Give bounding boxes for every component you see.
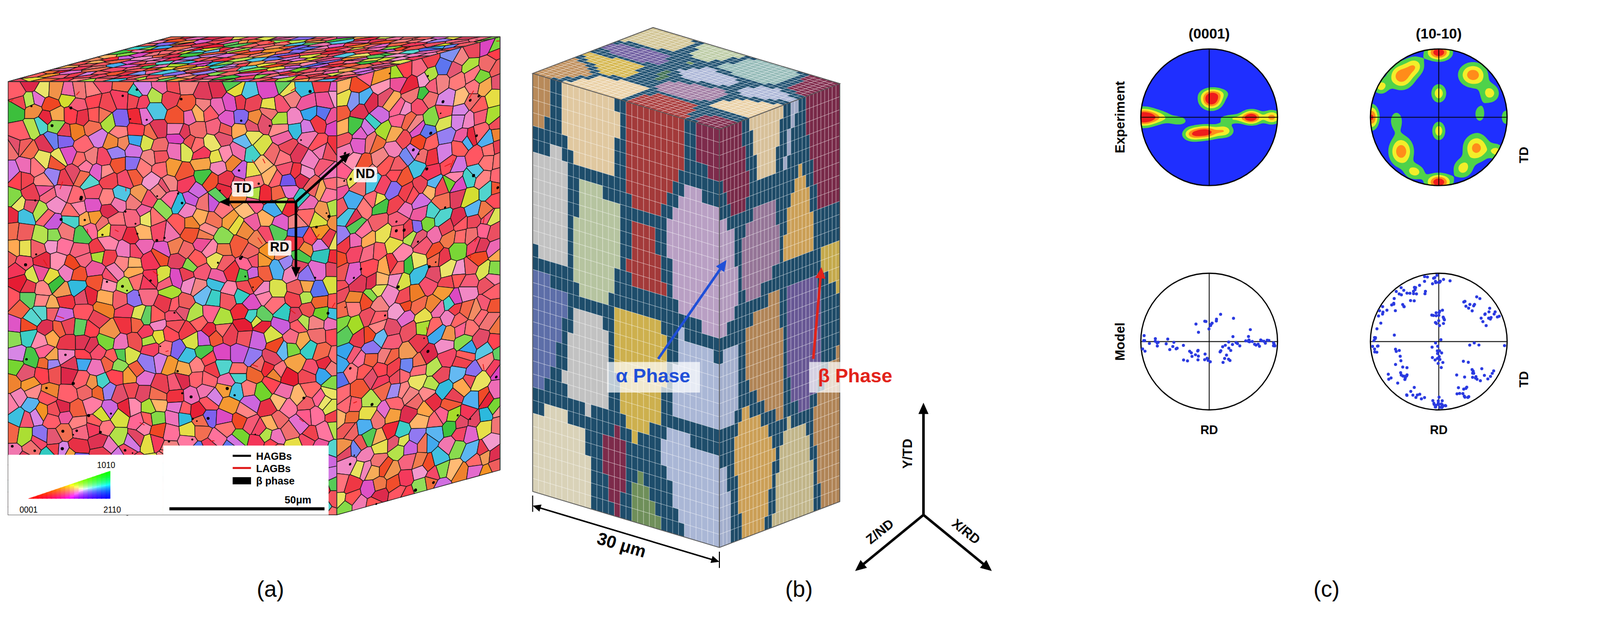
figure-stage: (a)(b)(c)NDTDRD10100001211050μm30 μmZ/ND… xyxy=(0,0,1600,624)
